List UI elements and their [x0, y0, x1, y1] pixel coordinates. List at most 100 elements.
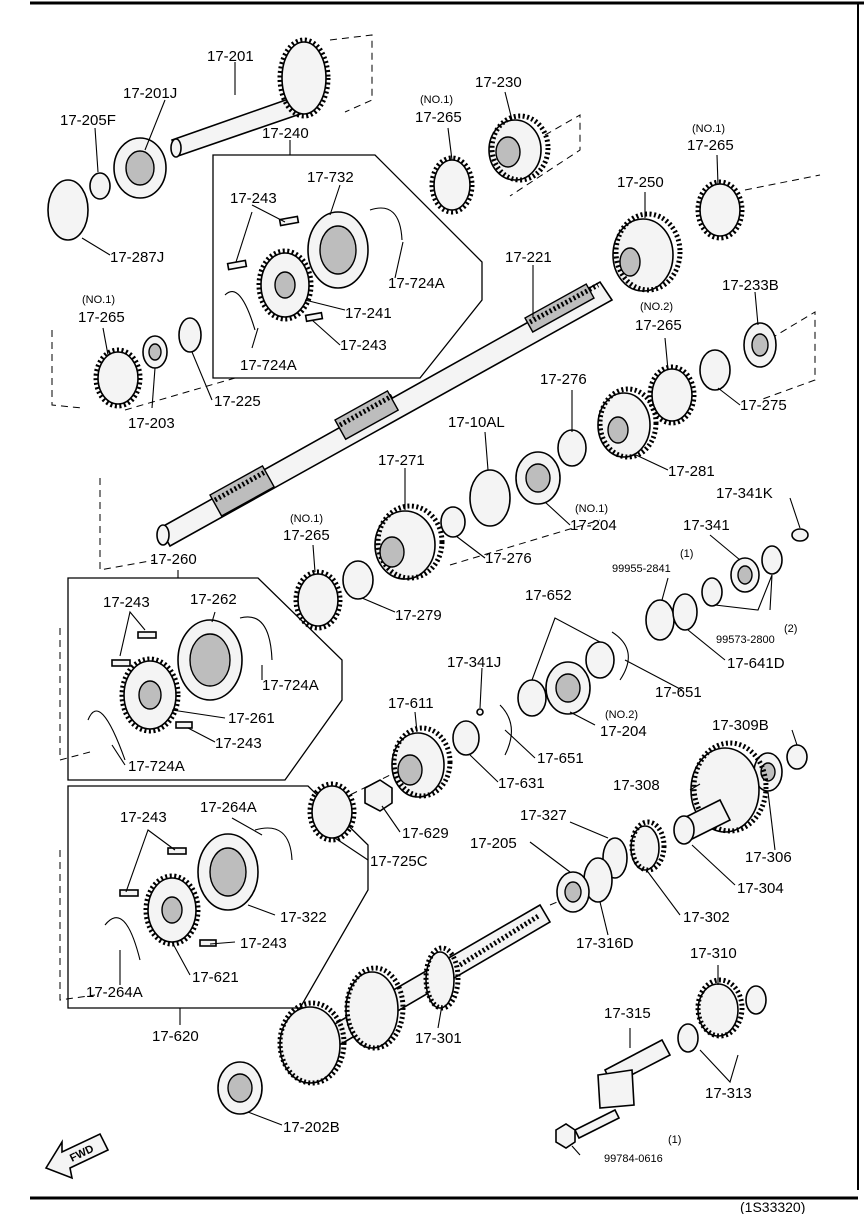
label-17-279: 17-279 [395, 607, 442, 624]
label-17-261: 17-261 [228, 710, 275, 727]
label-17-302: 17-302 [683, 909, 730, 926]
label-sub1-b: (1) [668, 1134, 681, 1146]
label-no2-b: (NO.2) [605, 709, 638, 721]
label-17-309B: 17-309B [712, 717, 769, 734]
sleeve-17-322 [197, 833, 259, 911]
label-no1-a: (NO.1) [420, 94, 453, 106]
label-17-250: 17-250 [617, 174, 664, 191]
ball-17-341J [476, 708, 484, 716]
label-17-327: 17-327 [520, 807, 567, 824]
label-17-241: 17-241 [345, 305, 392, 322]
snap-ring-17-651-right [611, 631, 629, 681]
label-17-201J: 17-201J [123, 85, 177, 102]
idler-shaft-17-315 [597, 1038, 672, 1109]
label-17-724A-d: 17-724A [128, 758, 185, 775]
needle-bearing-17-233B [743, 322, 777, 368]
label-17-341: 17-341 [683, 517, 730, 534]
key-17-243-left [226, 259, 248, 271]
label-17-271: 17-271 [378, 452, 425, 469]
countershaft-17-301 [277, 903, 552, 1086]
label-17-243-e: 17-243 [120, 809, 167, 826]
key-17-243-260-lower [175, 721, 193, 729]
label-17-287J: 17-287J [110, 249, 164, 266]
synchronizer-hub-17-621 [143, 873, 201, 947]
snap-ring-17-651-left [499, 704, 512, 756]
fwd-arrow-icon: FWD [44, 1132, 110, 1180]
synchronizer-hub-17-261 [119, 656, 181, 734]
label-17-265-d: 17-265 [635, 317, 682, 334]
gear-17-611 [391, 725, 453, 799]
label-17-262: 17-262 [190, 591, 237, 608]
label-17-276-b: 17-276 [485, 550, 532, 567]
label-17-203: 17-203 [128, 415, 175, 432]
group-box-17-240 [212, 154, 483, 379]
label-17-204-a: 17-204 [570, 517, 617, 534]
label-17-10AL: 17-10AL [448, 414, 505, 431]
snap-ring-17-641D [672, 593, 698, 631]
nut-17-629 [364, 779, 393, 812]
sleeve-17-262 [177, 619, 243, 701]
synchronizer-ring-17-265-left [93, 347, 143, 409]
label-17-631: 17-631 [498, 775, 545, 792]
label-17-265-b: 17-265 [687, 137, 734, 154]
label-17-201: 17-201 [207, 48, 254, 65]
label-17-264A-b: 17-264A [86, 984, 143, 1001]
label-no1-e: (NO.1) [290, 513, 323, 525]
sleeve-17-304 [673, 798, 732, 845]
washer-17-276-lower [440, 506, 466, 538]
label-17-304: 17-304 [737, 880, 784, 897]
label-17-205: 17-205 [470, 835, 517, 852]
label-17-310: 17-310 [690, 945, 737, 962]
label-17-230: 17-230 [475, 74, 522, 91]
key-17-243-620-left [119, 889, 139, 897]
gear-17-302 [629, 819, 667, 873]
gear-17-271 [374, 503, 445, 581]
label-no1-c: (NO.1) [82, 294, 115, 306]
label-17-265-e: 17-265 [283, 527, 330, 544]
label-17-264A-a: 17-264A [200, 799, 257, 816]
group-box-17-260 [67, 577, 343, 781]
bolt-99784-0616 [555, 1108, 621, 1149]
label-17-306: 17-306 [745, 849, 792, 866]
spring-17-724A-lower [224, 291, 256, 331]
label-17-611: 17-611 [388, 695, 434, 712]
label-no1-d: (NO.1) [575, 503, 608, 515]
reference-code: (1S33320) [740, 1199, 805, 1214]
label-17-276-a: 17-276 [540, 371, 587, 388]
label-17-724A-b: 17-724A [240, 357, 297, 374]
key-17-243-260-left [111, 659, 131, 667]
label-17-240: 17-240 [262, 125, 309, 142]
synchronizer-ring-17-265-top [429, 155, 475, 215]
ring-17-287J [47, 179, 89, 241]
label-17-233B: 17-233B [722, 277, 779, 294]
leader-lines [81, 62, 801, 1156]
synchronizer-ring-17-265-no2 [647, 364, 697, 426]
key-17-243-620-upper [167, 847, 187, 855]
washer-17-631 [452, 720, 480, 756]
bearing-17-204-no2 [545, 661, 591, 715]
label-17-243-a: 17-243 [230, 190, 277, 207]
label-17-725C: 17-725C [370, 853, 428, 870]
sleeve-17-275 [699, 349, 731, 391]
washer-17-313-right [745, 985, 767, 1015]
input-shaft-17-201 [170, 37, 331, 158]
label-17-315: 17-315 [604, 1005, 651, 1022]
idler-gear-17-310 [695, 977, 745, 1039]
washer-17-313-left [677, 1023, 699, 1053]
label-17-341J: 17-341J [447, 654, 501, 671]
ring-99955-2841 [645, 599, 675, 641]
nut-17-309B [786, 744, 808, 770]
spring-17-264A-upper [254, 827, 293, 861]
bearing-17-205 [556, 871, 590, 913]
label-17-243-f: 17-243 [240, 935, 287, 952]
snap-ring-17-205F [89, 172, 111, 200]
label-17-275: 17-275 [740, 397, 787, 414]
label-17-732: 17-732 [307, 169, 354, 186]
label-99784-0616: 99784-0616 [604, 1153, 663, 1165]
part-labels: 17-201 17-201J 17-205F 17-287J 17-240 17… [60, 48, 805, 1214]
label-17-322: 17-322 [280, 909, 327, 926]
gear-17-250 [612, 211, 683, 293]
snap-ring-17-225 [178, 317, 202, 353]
label-17-205F: 17-205F [60, 112, 116, 129]
label-17-652: 17-652 [525, 587, 572, 604]
